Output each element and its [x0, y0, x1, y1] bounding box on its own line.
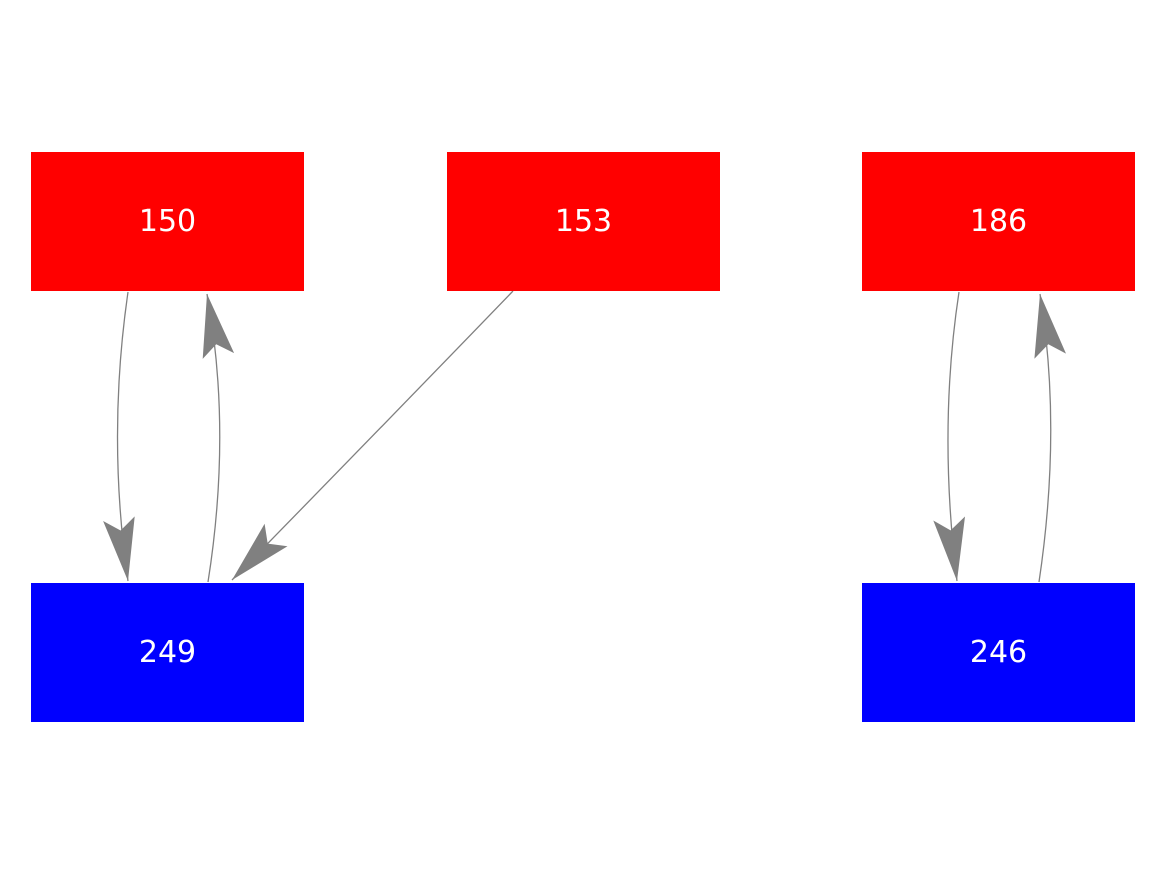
node-rect-150: [31, 152, 304, 291]
arrowhead-icon: [103, 516, 135, 581]
arrowhead-icon: [202, 294, 235, 359]
node-label-246: 246: [970, 635, 1027, 670]
graph-node-249: 249: [31, 583, 304, 722]
node-label-186: 186: [970, 204, 1027, 239]
node-label-153: 153: [555, 204, 612, 239]
arrowhead-icon: [1034, 294, 1066, 359]
node-rect-186: [862, 152, 1135, 291]
arrowhead-icon: [232, 523, 288, 580]
node-rect-246: [862, 583, 1135, 722]
graph-node-186: 186: [862, 152, 1135, 291]
graph-node-150: 150: [31, 152, 304, 291]
edges-layer: [103, 290, 1066, 583]
arrowhead-icon: [933, 516, 965, 581]
node-label-249: 249: [139, 635, 196, 670]
graph-node-153: 153: [447, 152, 720, 291]
node-label-150: 150: [139, 204, 196, 239]
nodes-layer: 150 153 186 249 246: [31, 152, 1135, 722]
graph-node-246: 246: [862, 583, 1135, 722]
edge-153-to-249: [231, 290, 514, 581]
node-rect-153: [447, 152, 720, 291]
node-rect-249: [31, 583, 304, 722]
